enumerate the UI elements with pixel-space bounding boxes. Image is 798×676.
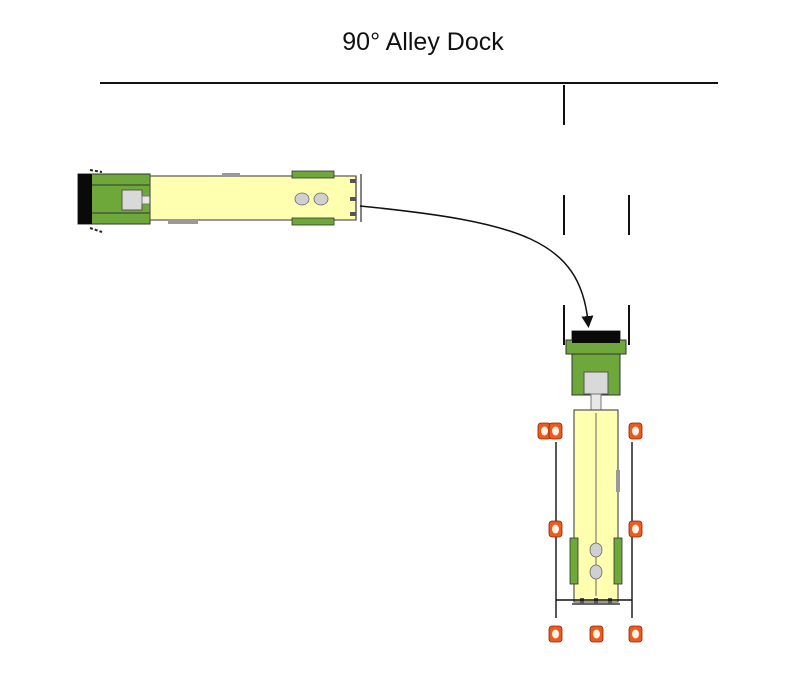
path-arrow-icon: [359, 205, 594, 328]
diagram-title: 90° Alley Dock: [342, 28, 504, 56]
traffic-cone-icon: [589, 625, 604, 643]
tractor-trailer-start-icon: [77, 169, 362, 233]
traffic-cones: [537, 422, 643, 643]
dock-lane-lines: [563, 195, 630, 345]
tractor-trailer-docked-icon: [565, 330, 627, 605]
traffic-cone-icon: [548, 520, 563, 538]
traffic-cone-icon: [548, 422, 563, 440]
dock-boundary: [100, 82, 718, 125]
traffic-cone-icon: [537, 422, 552, 440]
traffic-cone-icon: [628, 422, 643, 440]
traffic-cone-icon: [548, 625, 563, 643]
traffic-cone-icon: [628, 520, 643, 538]
traffic-cone-icon: [628, 625, 643, 643]
